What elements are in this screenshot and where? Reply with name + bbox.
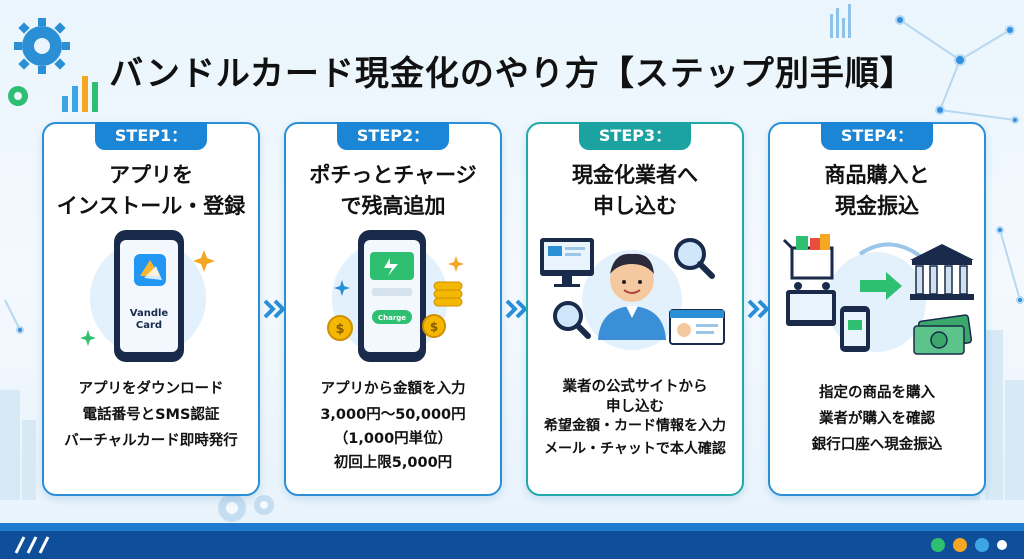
app-label: Vandle (130, 308, 169, 319)
step-label: STEP2： (337, 122, 449, 150)
bar-chart-icon (62, 76, 98, 112)
step-heading-line: 申し込む (593, 194, 677, 218)
bullet-item: アプリをダウンロード (78, 381, 224, 397)
step-label: STEP1： (95, 122, 207, 150)
step-heading-line: ポチっとチャージ (309, 163, 477, 187)
bullet-item: 銀行口座へ現金振込 (811, 437, 943, 453)
step-bullets: 指定の商品を購入 業者が購入を確認 銀行口座へ現金振込 (770, 380, 984, 458)
dots-decoration-icon (931, 538, 1007, 552)
charge-illustration: Charge $ $ (327, 230, 464, 362)
step-card-4: STEP4： 商品購入と 現金振込 (768, 122, 986, 496)
step-heading-line: 商品購入と (824, 163, 930, 187)
bullet-item: 3,000円〜50,000円 (320, 407, 466, 423)
step-card-1: STEP1： アプリを インストール・登録 Vandle Card アプリをダウ… (42, 122, 260, 496)
bullet-item: 業者の公式サイトから (562, 379, 708, 395)
step-heading-line: で残高追加 (340, 194, 446, 218)
bullet-item: 指定の商品を購入 (819, 385, 935, 401)
chevron-right-icon (505, 299, 528, 319)
apply-illustration (540, 238, 725, 350)
step-heading: アプリを インストール・登録 (44, 160, 258, 222)
svg-text:$: $ (335, 322, 344, 337)
step-heading: ポチっとチャージ で残高追加 (286, 160, 500, 222)
footer-bar (0, 523, 1024, 559)
app-label: Card (136, 320, 162, 331)
slash-decoration-icon (14, 536, 50, 554)
bullet-item: 初回上限5,000円 (333, 455, 453, 471)
bank-icon (910, 244, 974, 300)
smartphone-icon (840, 306, 870, 352)
bullet-item: バーチャルカード即時発行 (64, 433, 238, 449)
id-card-icon (669, 309, 725, 345)
bullet-item: メール・チャットで本人確認 (544, 441, 726, 457)
step-bullets: 業者の公式サイトから 申し込む 希望金額・カード情報を入力 メール・チャットで本… (528, 376, 742, 461)
svg-text:$: $ (430, 320, 438, 334)
step-heading: 商品購入と 現金振込 (770, 160, 984, 222)
bullet-item: 希望金額・カード情報を入力 (544, 418, 726, 434)
step-heading: 現金化業者へ 申し込む (528, 160, 742, 222)
coin-icon: $ $ (327, 281, 463, 341)
bullet-item: 申し込む (606, 399, 664, 415)
step-card-3: STEP3： 現金化業者へ 申し込む (526, 122, 744, 496)
monitor-icon (540, 238, 594, 287)
step-bullets: アプリから金額を入力 3,000円〜50,000円 （1,000円単位） 初回上… (286, 376, 500, 476)
step-label: STEP4： (821, 122, 933, 150)
step-label: STEP3： (579, 122, 691, 150)
bullet-item: 業者が購入を確認 (819, 411, 935, 427)
bullet-item: アプリから金額を入力 (320, 381, 466, 397)
bullet-item: 電話番号とSMS認証 (82, 407, 220, 423)
page-title: バンドルカード現金化のやり方【ステップ別手順】 (109, 54, 915, 94)
cash-icon (913, 314, 973, 355)
chevron-right-icon (747, 299, 770, 319)
magnifier-icon (553, 238, 715, 339)
shopping-cart-icon (782, 234, 836, 326)
purchase-illustration (782, 234, 974, 355)
step-heading-line: 現金化業者へ (572, 163, 698, 187)
step-bullets: アプリをダウンロード 電話番号とSMS認証 バーチャルカード即時発行 (44, 376, 258, 454)
smartphone-icon: Vandle Card (80, 230, 215, 362)
bullet-item: （1,000円単位） (333, 431, 453, 447)
step-heading-line: インストール・登録 (56, 194, 246, 218)
chevron-right-icon (263, 299, 286, 319)
step-card-2: STEP2： ポチっとチャージ で残高追加 Charge $ $ アプリから金額… (284, 122, 502, 496)
footer-strip (0, 523, 1024, 531)
charge-button-label: Charge (378, 314, 406, 322)
smartphone-icon: Charge (358, 230, 426, 362)
step-heading-line: アプリを (109, 163, 193, 187)
person-icon (598, 253, 666, 340)
step-heading-line: 現金振込 (835, 194, 919, 218)
